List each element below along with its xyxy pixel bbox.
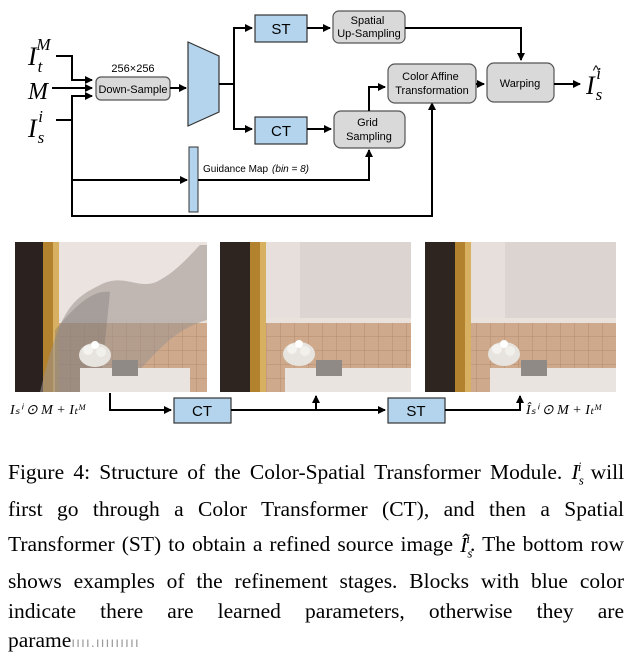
st-label: ST [271,21,290,38]
input-m-label: M [27,79,50,105]
is-i-skip-line [71,102,436,217]
upsampling-to-warping-line [405,27,525,61]
bottom-input-line [109,393,172,414]
color-affine-block [387,63,477,104]
figure-caption: Figure 4: Structure of the Color-Spatial… [8,452,624,658]
caption-figure-label: Figure 4: [8,460,91,485]
guidance-map-block [188,146,199,213]
caption-is-i-symbol: Isi [571,459,584,488]
grid-to-color-affine-line [368,83,386,111]
caption-refined-symbol: Îsi [460,531,473,560]
ct-label: CT [271,123,291,140]
output-hat: ^ [593,62,600,78]
warping-block [486,62,555,103]
example-image-input [15,242,207,392]
bottom-ct-label: CT [192,403,212,420]
caption-watermark: ıııı.ııııııııı [71,634,140,651]
st-block [254,14,308,43]
output-label: Isi [585,64,603,104]
ct-block [254,116,308,145]
downsample-label: Down-Sample [98,84,167,96]
spatial-upsampling-label: Spatial Up-Sampling [337,15,401,40]
warping-label: Warping [500,78,541,90]
example-image-after-st [425,242,616,392]
bottom-st-label: ST [406,403,425,420]
bottom-left-formula: Iₛⁱ ⊙ M + Iₜᴹ [9,403,86,418]
input-it-m-label: ItM [27,35,51,76]
is-i-to-downsample-line [56,92,93,121]
color-affine-label: Color Affine Transformation [395,71,469,97]
bottom-ct-block [173,397,232,424]
encoder-to-ct-line [233,84,253,133]
bottom-st-block [387,397,446,424]
caption-body-2: . The bottom row shows examples of the r… [8,532,624,653]
color-spatial-transformer-diagram: ItM M Isi 256×256 Down-Sample ST Spatial… [9,10,616,424]
guidance-map-label: Guidance Map(bin = 8) [203,164,309,175]
example-image-after-ct [220,242,411,392]
grid-sampling-label: Grid Sampling [346,117,392,143]
size-label: 256×256 [111,63,154,75]
input-is-i-label: Isi [27,107,45,147]
caption-title: Structure of the Color-Spatial Transform… [99,460,563,485]
bottom-st-to-image-line [445,395,524,411]
encoder-to-st-line [219,24,253,85]
encoder-block [187,41,220,127]
bottom-right-formula: Îₛⁱ ⊙ M + Iₜᴹ [525,401,602,418]
guidance-to-grid-line [198,149,373,181]
it-m-to-downsample-line [56,55,93,84]
caption-body-1: will first go through a Color Transforme… [8,460,625,557]
